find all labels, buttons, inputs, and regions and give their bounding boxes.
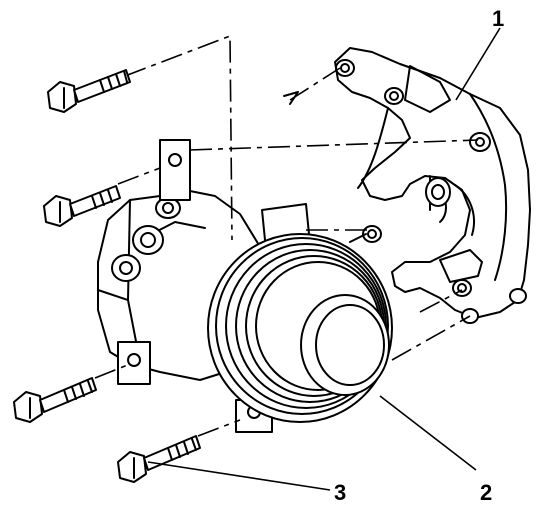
bolt-top <box>47 69 131 113</box>
callout-2: 2 <box>480 480 492 505</box>
leader-lines <box>147 27 501 491</box>
mounting-bracket <box>334 47 531 324</box>
bolt-bottom <box>117 435 201 483</box>
bolt-upper-mid <box>43 185 121 227</box>
callout-1: 1 <box>492 6 504 31</box>
alignment-lines <box>94 34 479 437</box>
clutch-pulley <box>207 233 393 423</box>
bolt-lower-mid <box>13 377 97 423</box>
callout-3: 3 <box>334 480 346 505</box>
